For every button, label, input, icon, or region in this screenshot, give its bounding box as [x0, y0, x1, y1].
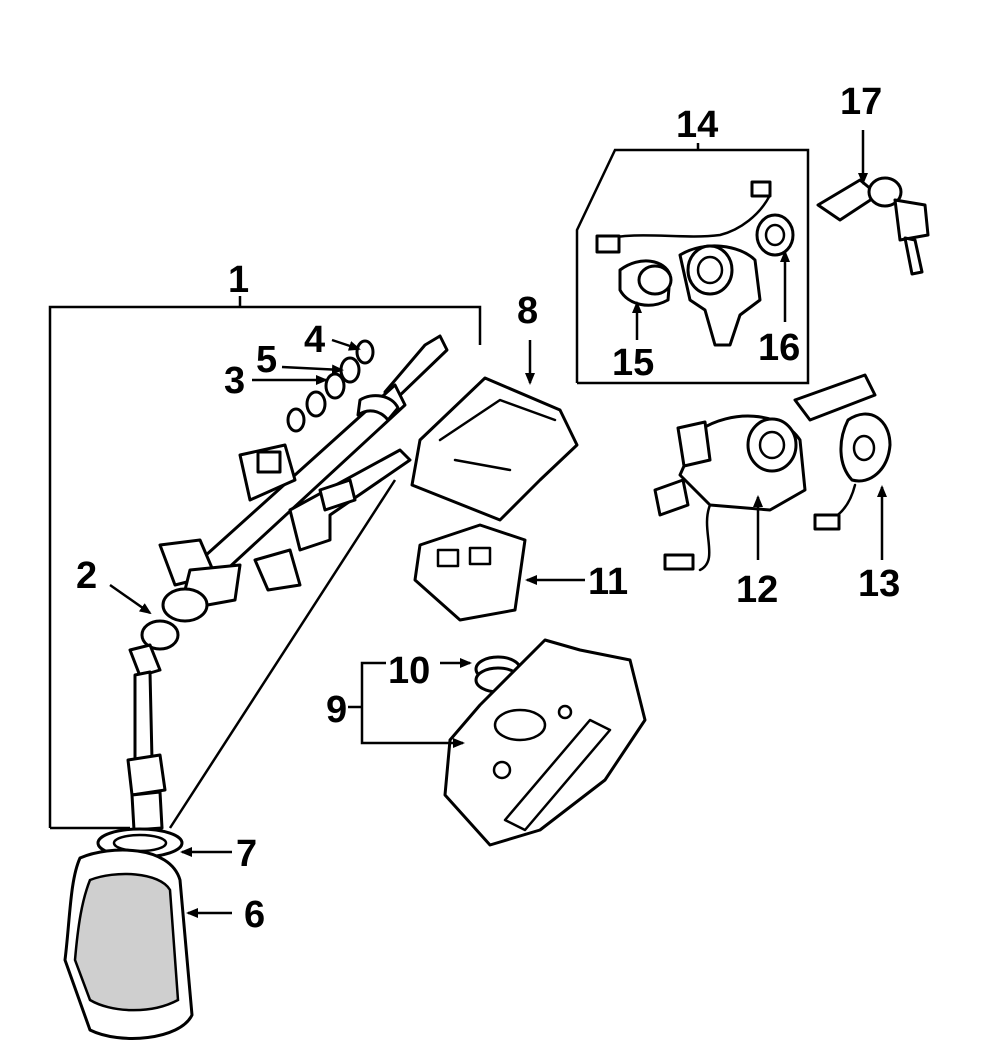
combination-switch — [653, 373, 877, 572]
callout-17: 17 — [840, 81, 882, 123]
lower-cover-piece — [413, 523, 527, 622]
column-boot — [63, 827, 194, 1040]
callout-13: 13 — [858, 563, 900, 605]
callout-6: 6 — [244, 894, 265, 936]
callout-3: 3 — [224, 360, 245, 402]
callout-1: 1 — [228, 259, 249, 301]
bushing-rings — [286, 339, 375, 433]
callout-14: 14 — [676, 104, 718, 146]
callout-16: 16 — [758, 327, 800, 369]
callout-10: 10 — [388, 650, 430, 692]
upper-column-cover — [410, 376, 579, 522]
callout-11: 11 — [588, 561, 628, 603]
callout-labels: 1 2 3 4 5 6 7 8 9 10 11 12 13 14 15 16 1… — [76, 81, 900, 936]
bracket-group-14 — [575, 143, 810, 385]
lock-cylinder-and-key — [816, 176, 930, 276]
callout-7: 7 — [236, 833, 257, 875]
bracket-group-1 — [48, 296, 482, 830]
lower-column-cover — [443, 638, 647, 847]
ignition-switch-assembly — [595, 180, 795, 347]
callout-9: 9 — [326, 689, 347, 731]
callout-5: 5 — [256, 339, 277, 381]
callout-12: 12 — [736, 569, 778, 611]
callout-2: 2 — [76, 555, 97, 597]
callout-15: 15 — [612, 342, 654, 384]
spiral-cable-sensor — [813, 412, 892, 531]
leader-lines — [109, 130, 887, 918]
steering-column-assembly — [126, 334, 449, 832]
callout-4: 4 — [304, 319, 325, 361]
callout-8: 8 — [517, 290, 538, 332]
